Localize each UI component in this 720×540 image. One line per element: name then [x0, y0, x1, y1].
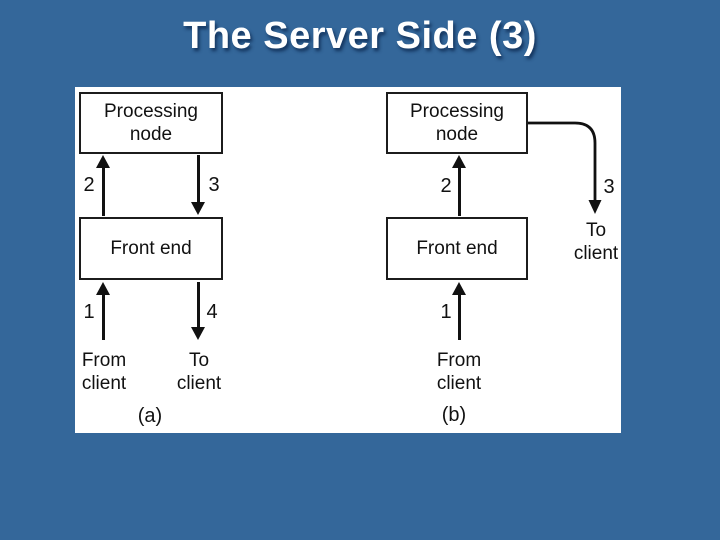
to-client-label-b: To client: [567, 219, 625, 265]
arrow-step2-up-a: [96, 155, 110, 216]
arrow-label-1-b: 1: [440, 301, 452, 323]
arrow-label-2-b: 2: [440, 175, 452, 197]
to-client-line1-b: To: [585, 220, 607, 241]
diagram-panel: Processing node Front end: [75, 87, 621, 433]
caption-a: (a): [137, 405, 163, 427]
arrow-shaft: [457, 165, 461, 216]
from-client-line1-b: From: [436, 350, 482, 371]
processing-node-label-line2-b: node: [435, 124, 479, 145]
arrowhead-down-icon: [191, 202, 205, 215]
front-end-box-b: Front end: [386, 217, 528, 280]
arrowhead-up-icon: [452, 155, 466, 168]
arrow-step1-up-b: [452, 282, 466, 340]
arrow-step3-down-a: [191, 155, 205, 215]
processing-node-label-line1-b: Processing: [410, 101, 504, 122]
arrow-label-3-b: 3: [603, 176, 615, 198]
from-client-line2-a: client: [81, 373, 127, 394]
from-client-label-b: From client: [430, 349, 488, 395]
arrowhead-up-icon: [452, 282, 466, 295]
arrowhead-up-icon: [96, 282, 110, 295]
to-client-label-a: To client: [170, 349, 228, 395]
arrow-shaft: [457, 292, 461, 340]
front-end-box-a: Front end: [79, 217, 223, 280]
arrow-label-1-a: 1: [83, 301, 95, 323]
arrow-step2-up-b: [452, 155, 466, 216]
arrow-shaft: [101, 292, 105, 340]
connector-path: [528, 121, 597, 202]
to-client-line2-b: client: [573, 243, 619, 264]
arrowhead-down-icon: [191, 327, 205, 340]
arrow-label-4-a: 4: [206, 301, 218, 323]
arrow-label-3-a: 3: [208, 174, 220, 196]
from-client-label-a: From client: [75, 349, 133, 395]
from-client-line2-b: client: [436, 373, 482, 394]
arrow-shaft: [196, 282, 200, 330]
front-end-label-a: Front end: [110, 238, 192, 259]
arrow-step4-down-a: [191, 282, 205, 340]
from-client-line1-a: From: [81, 350, 127, 371]
to-client-line2-a: client: [176, 373, 222, 394]
processing-node-label-line1-a: Processing: [104, 101, 198, 122]
processing-node-box-b: Processing node: [386, 92, 528, 154]
arrow-step1-up-a: [96, 282, 110, 340]
caption-b: (b): [441, 404, 467, 426]
arrowhead-up-icon: [96, 155, 110, 168]
processing-node-box-a: Processing node: [79, 92, 223, 154]
arrow-shaft: [196, 155, 200, 205]
slide-title: The Server Side (3): [183, 15, 537, 57]
arrow-shaft: [101, 165, 105, 216]
arrowhead-down-icon: [588, 200, 602, 214]
arrow-label-2-a: 2: [83, 174, 95, 196]
front-end-label-b: Front end: [416, 238, 498, 259]
processing-node-label-line2-a: node: [129, 124, 173, 145]
curved-connector-step3-b: [528, 121, 602, 214]
to-client-line1-a: To: [188, 350, 210, 371]
